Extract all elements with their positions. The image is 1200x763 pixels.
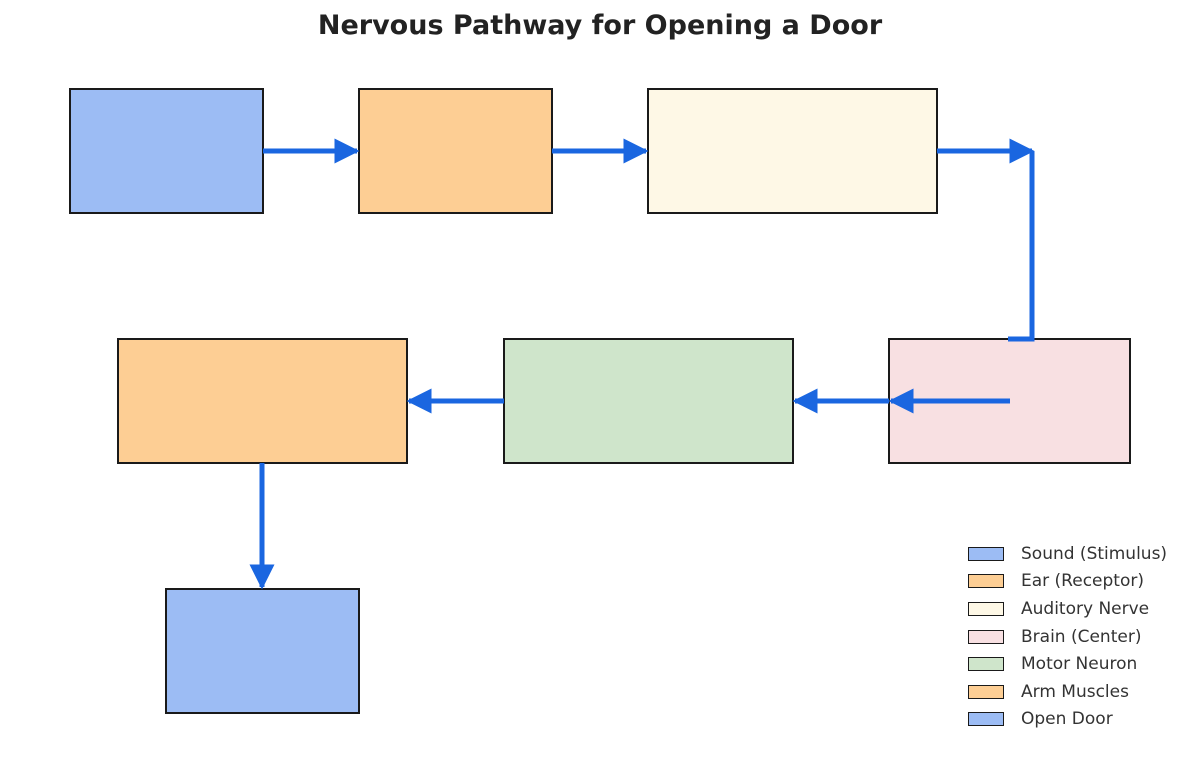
arm-muscles-box <box>117 338 408 464</box>
connector-auditory-nerve-to-brain <box>1008 151 1035 342</box>
legend-label: Ear (Receptor) <box>1021 571 1144 592</box>
legend-item-brain: Brain (Center) <box>968 623 1167 651</box>
legend-item-auditory-nerve: Auditory Nerve <box>968 595 1167 623</box>
legend-label: Motor Neuron <box>1021 654 1138 675</box>
open-door-box <box>165 588 360 714</box>
legend-label: Open Door <box>1021 709 1113 730</box>
diagram-title: Nervous Pathway for Opening a Door <box>317 10 883 41</box>
legend-swatch <box>968 546 1004 561</box>
legend-label: Arm Muscles <box>1021 681 1129 702</box>
motor-neuron-box <box>503 338 794 464</box>
legend-item-open-door: Open Door <box>968 706 1167 734</box>
legend-label: Auditory Nerve <box>1021 598 1150 619</box>
legend-swatch <box>968 657 1004 672</box>
legend-item-motor-neuron: Motor Neuron <box>968 650 1167 678</box>
auditory-nerve-box <box>647 88 938 214</box>
ear-receptor-box <box>358 88 553 214</box>
sound-stimulus-box <box>69 88 264 214</box>
legend-swatch <box>968 574 1004 589</box>
legend-item-ear: Ear (Receptor) <box>968 568 1167 596</box>
legend-label: Sound (Stimulus) <box>1021 543 1168 564</box>
legend: Sound (Stimulus) Ear (Receptor) Auditory… <box>968 540 1167 733</box>
legend-swatch <box>968 629 1004 644</box>
legend-label: Brain (Center) <box>1021 626 1142 647</box>
legend-swatch <box>968 712 1004 727</box>
legend-item-arm-muscles: Arm Muscles <box>968 678 1167 706</box>
legend-item-sound: Sound (Stimulus) <box>968 540 1167 568</box>
legend-swatch <box>968 601 1004 616</box>
legend-swatch <box>968 684 1004 699</box>
